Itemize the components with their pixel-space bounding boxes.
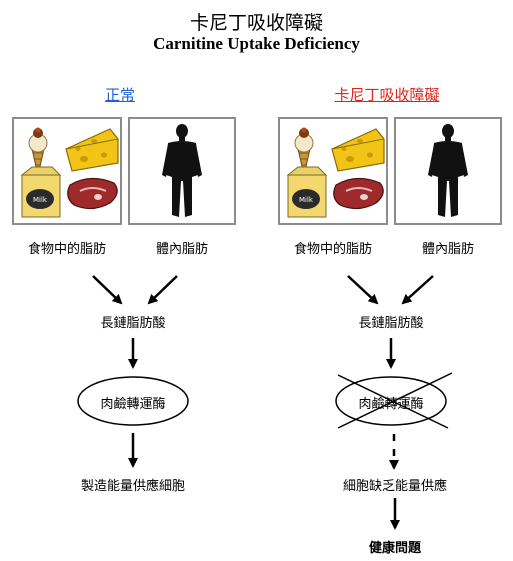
human-silhouette-icon <box>162 124 202 217</box>
steak-icon <box>333 177 384 210</box>
milk-label: Milk <box>299 196 314 204</box>
normal-body-label: 體內脂肪 <box>155 242 208 257</box>
milk-label: Milk <box>33 196 48 204</box>
deficient-body-panel <box>394 117 502 225</box>
normal-food-panel: Milk <box>12 117 122 225</box>
ice-cream-cone-icon <box>28 127 48 176</box>
normal-outcome: 製造能量供應細胞 <box>80 479 185 494</box>
cheese-wedge-icon <box>65 128 119 172</box>
normal-enzyme: 肉鹼轉運酶 <box>100 397 166 412</box>
deficient-food-panel: Milk <box>278 117 388 225</box>
deficient-heading: 卡尼丁吸收障礙 <box>334 86 440 104</box>
human-silhouette-icon <box>428 124 468 217</box>
milk-carton-icon: Milk <box>20 166 62 218</box>
steak-icon <box>67 177 118 210</box>
milk-carton-icon: Milk <box>286 166 328 218</box>
deficient-enzyme: 肉鹼轉運酶 <box>358 397 424 412</box>
ice-cream-cone-icon <box>294 127 314 176</box>
title-chinese: 卡尼丁吸收障礙 <box>189 12 323 34</box>
deficient-result: 健康問題 <box>368 541 421 556</box>
normal-body-panel <box>128 117 236 225</box>
normal-fatty-acid: 長鏈脂肪酸 <box>100 316 166 331</box>
normal-food-label: 食物中的脂肪 <box>27 242 106 257</box>
arrow-food-to-fatty-acid-deficient <box>347 275 379 305</box>
deficient-body-label: 體內脂肪 <box>421 242 474 257</box>
deficient-food-label: 食物中的脂肪 <box>293 242 372 257</box>
enzyme-ellipse-deficient <box>335 376 447 426</box>
deficient-outcome: 細胞缺乏能量供應 <box>342 479 447 494</box>
title-english: Carnitine Uptake Deficiency <box>153 34 360 53</box>
arrow-body-to-fatty-acid-normal <box>147 275 178 305</box>
cross-out-mark <box>337 372 453 429</box>
deficient-fatty-acid: 長鏈脂肪酸 <box>358 316 424 331</box>
cheese-wedge-icon <box>331 128 385 172</box>
arrow-body-to-fatty-acid-deficient <box>401 275 434 305</box>
normal-heading: 正常 <box>104 86 135 104</box>
arrow-food-to-fatty-acid-normal <box>92 275 123 305</box>
enzyme-ellipse-normal <box>77 376 189 426</box>
